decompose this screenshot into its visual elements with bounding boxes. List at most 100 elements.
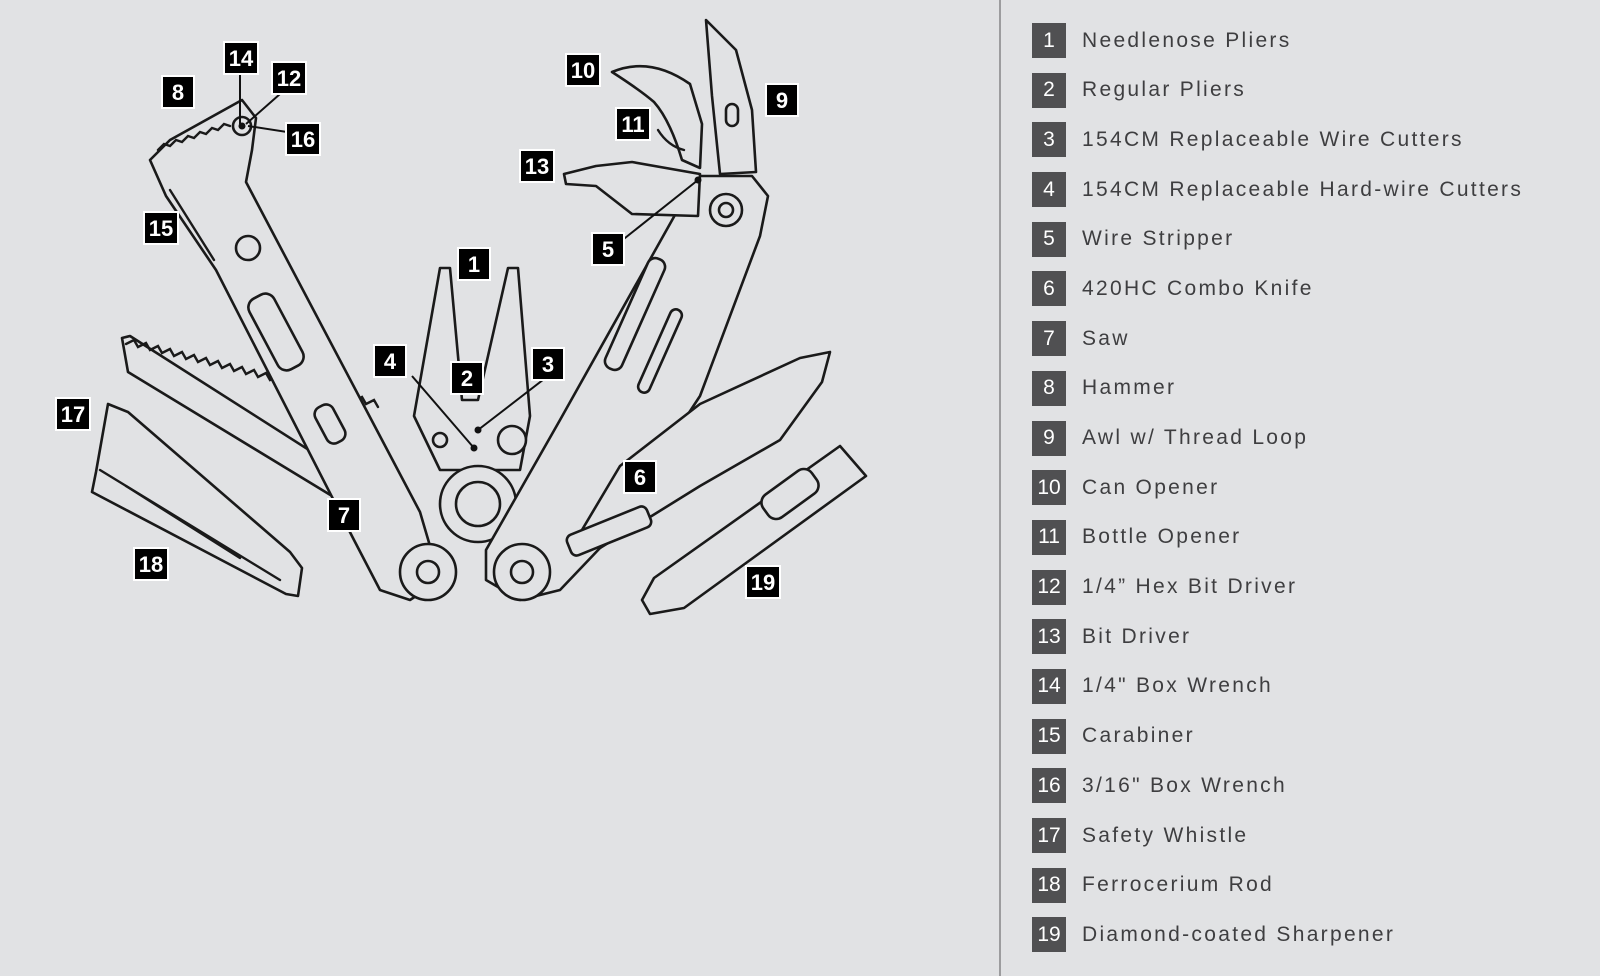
callout-label: 15 <box>143 211 179 245</box>
legend-label: Ferrocerium Rod <box>1082 873 1275 897</box>
legend-item: 2 Regular Pliers <box>1032 72 1592 108</box>
callout-number: 16 <box>291 127 315 152</box>
callout-label: 8 <box>161 75 195 109</box>
callout-label: 17 <box>55 397 91 431</box>
callout-number: 6 <box>634 465 646 490</box>
legend-label: Hammer <box>1082 376 1177 400</box>
multitool-illustration <box>90 18 868 616</box>
callout-number: 14 <box>229 46 254 71</box>
legend-number-badge: 13 <box>1032 619 1066 655</box>
legend-number-badge: 8 <box>1032 370 1066 406</box>
awl-shape <box>704 18 758 176</box>
legend-item: 6 420HC Combo Knife <box>1032 271 1592 307</box>
callout-number: 7 <box>338 503 350 528</box>
pliers-head-shape <box>412 266 532 472</box>
legend-number-badge: 15 <box>1032 718 1066 754</box>
legend-label: 3/16" Box Wrench <box>1082 773 1287 797</box>
legend-item: 14 1/4" Box Wrench <box>1032 668 1592 704</box>
callout-number: 11 <box>621 112 644 137</box>
callout-number: 18 <box>139 552 163 577</box>
legend-item: 18 Ferrocerium Rod <box>1032 867 1592 903</box>
legend-item: 11 Bottle Opener <box>1032 519 1592 555</box>
legend-label: Wire Stripper <box>1082 227 1235 251</box>
legend-number-badge: 4 <box>1032 172 1066 208</box>
legend-number-badge: 9 <box>1032 420 1066 456</box>
legend-label: Needlenose Pliers <box>1082 28 1292 52</box>
legend-label: 1/4” Hex Bit Driver <box>1082 575 1298 599</box>
callout-number: 13 <box>525 154 549 179</box>
callout-label: 11 <box>615 107 651 141</box>
callout-label: 3 <box>531 347 565 381</box>
callout-number: 12 <box>277 66 301 91</box>
legend-item: 8 Hammer <box>1032 370 1592 406</box>
callout-number: 5 <box>602 237 614 262</box>
callout-label: 5 <box>591 232 625 266</box>
legend-label: 154CM Replaceable Wire Cutters <box>1082 127 1464 151</box>
callout-label: 18 <box>133 547 169 581</box>
legend-number-badge: 16 <box>1032 768 1066 804</box>
legend-number-badge: 1 <box>1032 23 1066 58</box>
legend-number-badge: 5 <box>1032 221 1066 257</box>
callout-label: 19 <box>745 565 781 599</box>
callout-label: 9 <box>765 83 799 117</box>
legend-item: 17 Safety Whistle <box>1032 818 1592 853</box>
callout-label: 4 <box>373 344 407 378</box>
legend-label: Saw <box>1082 326 1130 350</box>
legend-label: Safety Whistle <box>1082 823 1249 847</box>
parts-legend: 1 Needlenose Pliers 2 Regular Pliers 3 154CM … <box>1032 23 1592 967</box>
right-handle-shape <box>484 174 770 602</box>
callout-number: 9 <box>776 88 788 113</box>
legend-label: Bit Driver <box>1082 624 1192 648</box>
legend-number-badge: 19 <box>1032 917 1066 953</box>
callout-number: 3 <box>542 352 554 377</box>
legend-label: Bottle Opener <box>1082 525 1242 549</box>
callout-label: 1 <box>457 247 491 281</box>
legend-label: Awl w/ Thread Loop <box>1082 426 1309 449</box>
legend-label: Can Opener <box>1082 475 1220 499</box>
legend-number-badge: 3 <box>1032 122 1066 158</box>
legend-number-badge: 11 <box>1032 519 1066 555</box>
callout-label: 13 <box>519 149 555 183</box>
legend-item: 1 Needlenose Pliers <box>1032 23 1592 58</box>
callout-number: 19 <box>751 570 775 595</box>
callout-label: 14 <box>223 41 259 75</box>
legend-number-badge: 17 <box>1032 818 1066 853</box>
callout-number: 4 <box>384 349 397 374</box>
callout-label: 2 <box>450 361 484 395</box>
legend-item: 5 Wire Stripper <box>1032 221 1592 257</box>
bit-driver-shape <box>562 160 702 218</box>
callout-number: 10 <box>571 58 595 83</box>
callout-label: 6 <box>623 460 657 494</box>
legend-number-badge: 6 <box>1032 271 1066 307</box>
column-divider <box>999 0 1001 976</box>
legend-number-badge: 2 <box>1032 72 1066 108</box>
legend-number-badge: 10 <box>1032 470 1066 506</box>
callout-label: 12 <box>271 61 307 95</box>
callout-label: 10 <box>565 53 601 87</box>
legend-number-badge: 18 <box>1032 867 1066 903</box>
callout-label: 16 <box>285 122 321 156</box>
callout-number: 1 <box>468 252 480 277</box>
legend-item: 12 1/4” Hex Bit Driver <box>1032 569 1592 605</box>
legend-label: 1/4" Box Wrench <box>1082 674 1273 698</box>
legend-item: 9 Awl w/ Thread Loop <box>1032 420 1592 456</box>
legend-number-badge: 14 <box>1032 668 1066 704</box>
can-opener-shape <box>610 64 704 170</box>
callout-label: 7 <box>327 498 361 532</box>
legend-label: 154CM Replaceable Hard-wire Cutters <box>1082 177 1524 201</box>
callout-number: 2 <box>461 366 473 391</box>
legend-label: Regular Pliers <box>1082 78 1247 102</box>
leader-lines <box>238 74 702 452</box>
legend-item: 16 3/16" Box Wrench <box>1032 768 1592 804</box>
legend-item: 4 154CM Replaceable Hard-wire Cutters <box>1032 172 1592 208</box>
callout-number: 17 <box>61 402 85 427</box>
ferrocerium-rod-shape <box>90 402 304 598</box>
callout-number: 8 <box>172 80 184 105</box>
legend-label: 420HC Combo Knife <box>1082 276 1314 300</box>
legend-number-badge: 12 <box>1032 569 1066 605</box>
